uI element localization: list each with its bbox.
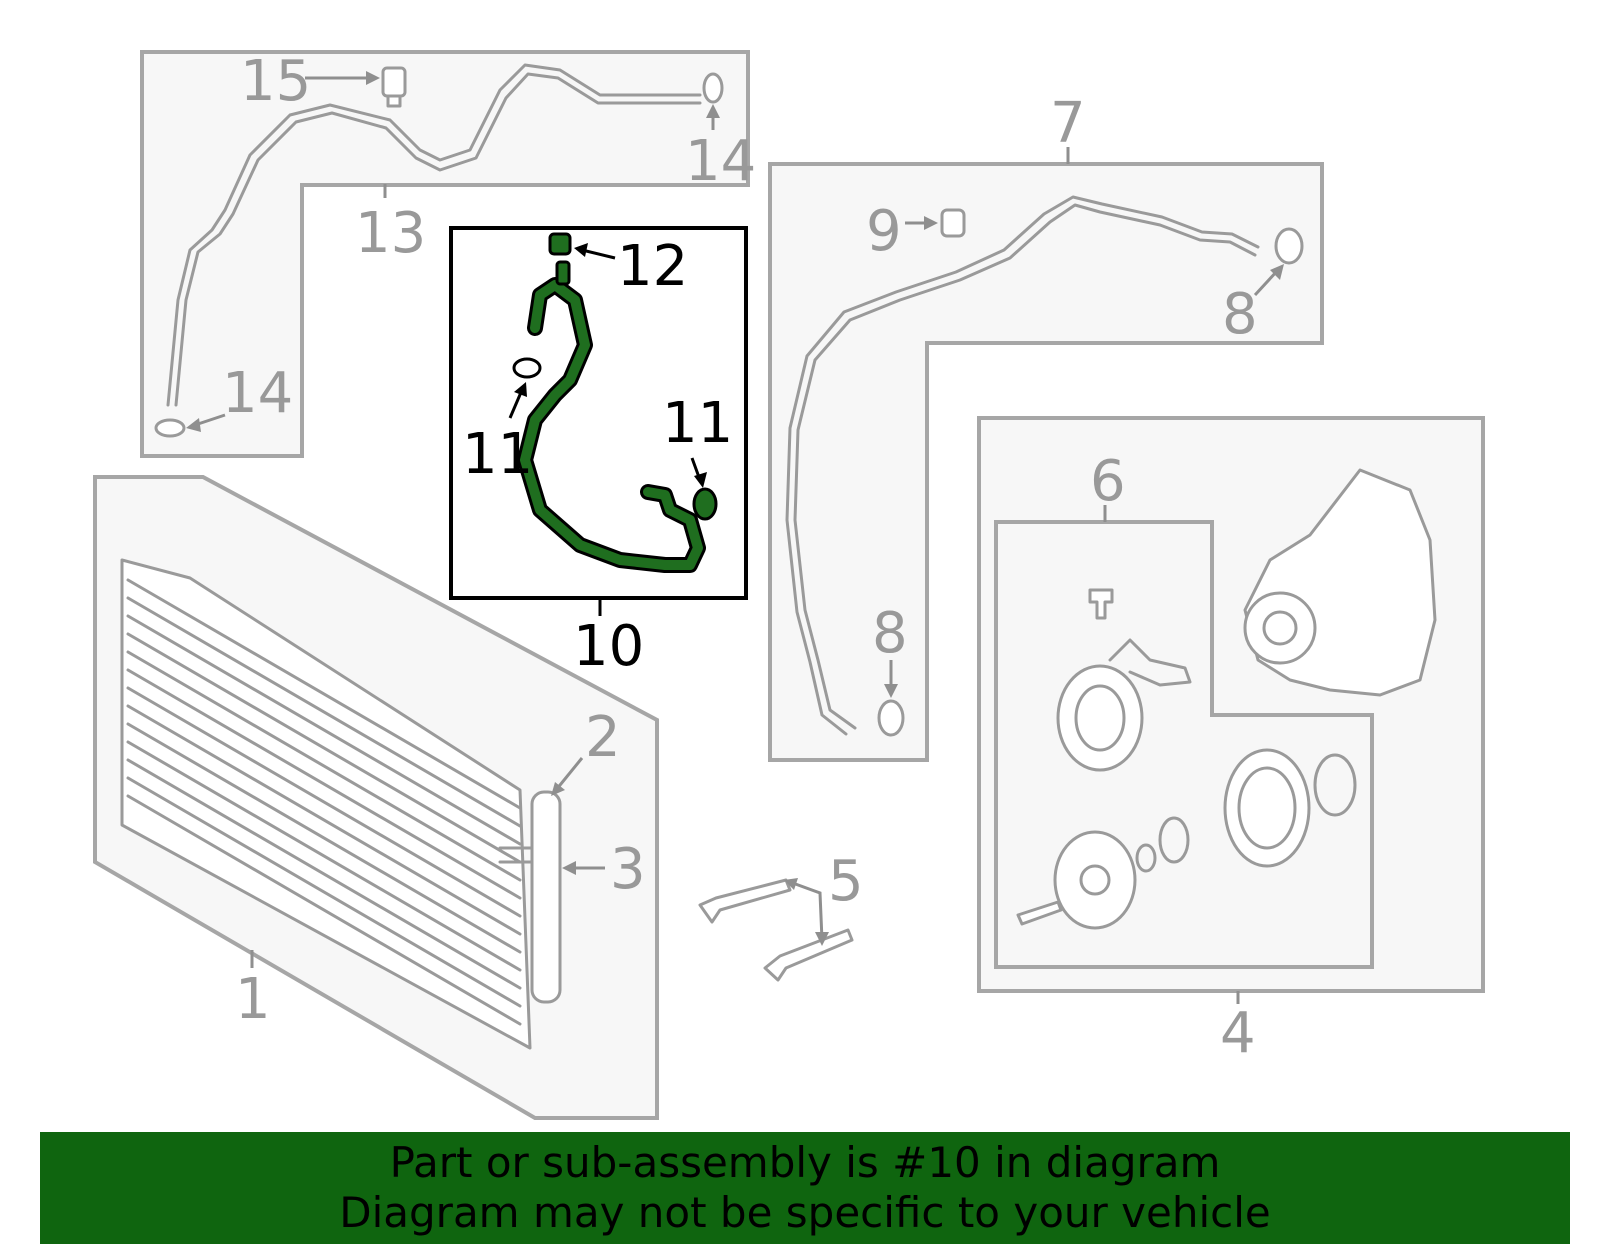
clutch-plate [1053,830,1137,930]
bolt-5-upper [698,878,792,924]
callout-11-right: 11 [662,391,733,456]
pipe-13 [166,63,702,407]
callout-8-bottom: 8 [872,601,908,666]
footer-line-2: Diagram may not be specific to your vehi… [339,1188,1271,1237]
callout-10: 10 [573,614,644,679]
receiver-drier [530,790,562,1004]
callout-11-left: 11 [462,422,533,487]
pipe-7 [793,203,1257,730]
pipe-group-13[interactable]: 15 14 13 14 [140,49,756,458]
shim [1135,843,1157,873]
snap-ring-small [1158,816,1190,864]
o-ring-14-top [702,72,724,104]
bolts-group-5[interactable]: 5 [698,849,864,982]
callout-13: 13 [355,201,426,266]
panel-7 [768,162,1324,762]
callout-4: 4 [1220,1001,1256,1066]
cap-12 [548,232,572,256]
snap-ring-large [1313,753,1357,817]
o-ring-8-top [1274,227,1304,265]
bolt-upper [1088,588,1114,620]
compressor-group-4[interactable]: 6 4 [977,416,1485,1066]
callout-14-bottom: 14 [222,361,293,426]
footer-banner: Part or sub-assembly is #10 in diagram D… [40,1132,1570,1244]
callout-2: 2 [585,705,621,770]
callout-5: 5 [828,849,864,914]
o-ring-8-bottom [877,699,905,737]
bracket-3 [498,846,534,864]
callout-9: 9 [866,199,902,264]
hose-group-10[interactable]: 12 11 11 10 [449,226,748,679]
callout-8-top: 8 [1222,282,1258,347]
o-ring-14-bottom [154,418,186,438]
callout-14-top: 14 [685,129,756,194]
callout-1: 1 [235,967,271,1032]
pipe-group-7[interactable]: 7 9 8 8 [768,91,1324,762]
cap-9 [940,208,966,238]
coil-bracket [1108,638,1192,687]
condenser-group-1[interactable]: 2 3 1 [93,475,659,1120]
callout-6: 6 [1090,449,1126,514]
callout-3: 3 [610,837,646,902]
bolt-5-lower [763,928,854,982]
o-ring-11-left [512,357,542,379]
callout-7: 7 [1050,91,1086,156]
pressure-switch-15 [381,66,407,98]
callout-12: 12 [617,234,688,299]
hose-10 [520,280,703,570]
bolt-lower [1016,900,1063,926]
o-ring-11-right [692,487,718,521]
coil [1056,664,1144,772]
callout-15: 15 [240,49,311,114]
panel-13 [140,50,750,458]
footer-line-1: Part or sub-assembly is #10 in diagram [389,1138,1221,1187]
